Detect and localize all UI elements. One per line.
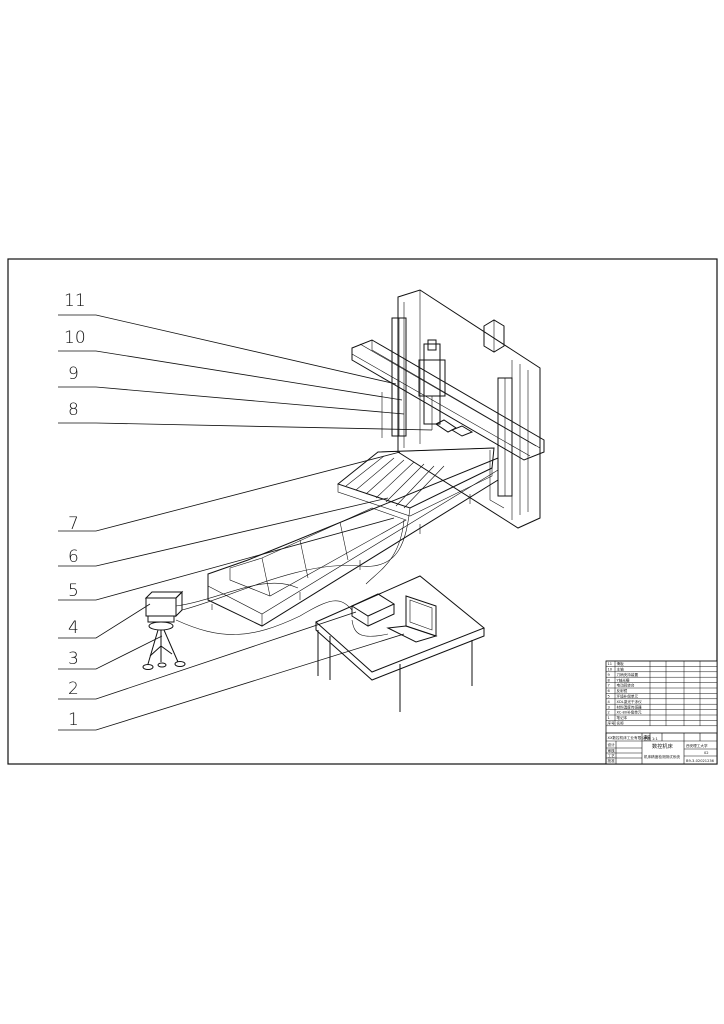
- sheet-number: 02: [704, 751, 709, 755]
- parts-row-name: 刀柄夹持装置: [617, 672, 639, 677]
- parts-row-no: 8: [608, 678, 611, 682]
- parts-row-no: 9: [608, 673, 611, 677]
- sign-approve: 批准: [608, 758, 616, 763]
- scale-label: 比例: [644, 737, 652, 742]
- parts-row-no: 11: [608, 662, 613, 666]
- drawing-frame: [7, 258, 718, 765]
- parts-row-no: 6: [608, 689, 611, 693]
- parts-row-no: 7: [608, 684, 610, 688]
- drawing-subtitle: 机床精度检测测试系统: [644, 754, 680, 759]
- parts-row-name: 主轴: [617, 667, 625, 672]
- callout-8: 8: [68, 400, 79, 420]
- gantry-machine: [351, 289, 545, 529]
- callout-2: 2: [68, 679, 79, 699]
- callout-11: 11: [64, 291, 86, 311]
- callout-4: 4: [68, 618, 79, 638]
- machine-bed: [207, 447, 499, 627]
- parts-row-name: 电动回转台: [617, 683, 635, 688]
- parts-row-name: 滑板: [617, 661, 625, 666]
- callout-5: 5: [68, 581, 79, 601]
- parts-row-name: Y轴光栅: [617, 677, 630, 682]
- parts-header-no: 序号: [608, 721, 616, 726]
- drawing-number: B9-3-02021236: [686, 759, 715, 763]
- callout-6: 6: [68, 547, 79, 567]
- parts-row-name: 反射镜: [617, 688, 628, 693]
- sign-process: 工艺: [608, 753, 616, 758]
- parts-row-name: XDL激光干涉仪: [617, 699, 643, 704]
- title-block: 11 滑板 10 主轴 9 刀柄夹持装置 8 Y轴光栅 7 电动回转台 6 反射镜 5 环境补偿单元 4 XD…: [605, 660, 718, 765]
- parts-row-name: XC-80补偿单元: [617, 710, 642, 715]
- parts-row-no: 1: [608, 716, 610, 720]
- callout-9: 9: [68, 364, 79, 384]
- sign-design: 设计: [608, 742, 616, 747]
- callout-leaders: [58, 314, 433, 731]
- drawing-title: 数控机床: [652, 742, 674, 750]
- scale-value: 1:1: [652, 737, 658, 741]
- parts-row-no: 3: [608, 705, 610, 709]
- callout-numbers: 11 10 9 8 7 6 5 4 3 2 1: [64, 291, 86, 730]
- parts-row-name: 笔记本: [617, 715, 628, 720]
- company-name: XX数控机床工业有限公司: [608, 735, 649, 740]
- school-name: 西安理工大学: [686, 743, 708, 748]
- parts-header-name: 名称: [617, 721, 625, 726]
- cables: [175, 507, 411, 637]
- laser-interferometer-tripod: [142, 590, 186, 670]
- parts-row-name: 环境补偿单元: [617, 694, 639, 699]
- callout-3: 3: [68, 649, 79, 669]
- callout-1: 1: [68, 710, 79, 730]
- parts-row-no: 10: [608, 668, 613, 672]
- parts-list: 11 滑板 10 主轴 9 刀柄夹持装置 8 Y轴光栅 7 电动回转台 6 反射镜 5 环境补偿单元 4 XD…: [606, 660, 717, 727]
- parts-row-no: 5: [608, 695, 610, 699]
- parts-row-no: 2: [608, 711, 610, 715]
- parts-row-name: 材料温度传感器: [617, 704, 643, 709]
- callout-7: 7: [68, 514, 79, 534]
- desk-laptop: [315, 575, 485, 712]
- sign-review: 审核: [608, 748, 616, 753]
- parts-row-no: 4: [608, 700, 611, 704]
- weight-label: 重量: [644, 734, 652, 739]
- callout-10: 10: [64, 328, 86, 348]
